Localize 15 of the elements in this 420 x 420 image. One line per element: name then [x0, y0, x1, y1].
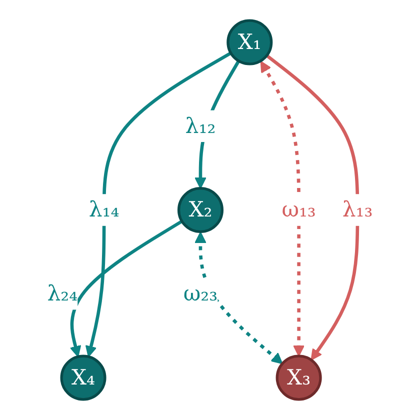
node-circle: X₄	[60, 354, 106, 401]
edge-label: ω₂₃	[183, 280, 218, 306]
arrow	[266, 54, 360, 360]
node-circle: X₂	[177, 186, 224, 234]
edge-label: λ₁₃	[342, 196, 373, 222]
edge-label: λ₂₄	[47, 280, 78, 306]
arrow	[260, 60, 305, 357]
node-circle: X₁	[226, 19, 273, 66]
node-circle: X₃	[276, 354, 322, 401]
edge-label: λ₁₄	[88, 196, 120, 222]
arrow	[70, 220, 183, 358]
arrow	[194, 232, 283, 364]
arrow	[85, 52, 232, 358]
edge-label: ω₁₃	[282, 196, 316, 222]
edge-label: λ₁₂	[185, 112, 216, 138]
